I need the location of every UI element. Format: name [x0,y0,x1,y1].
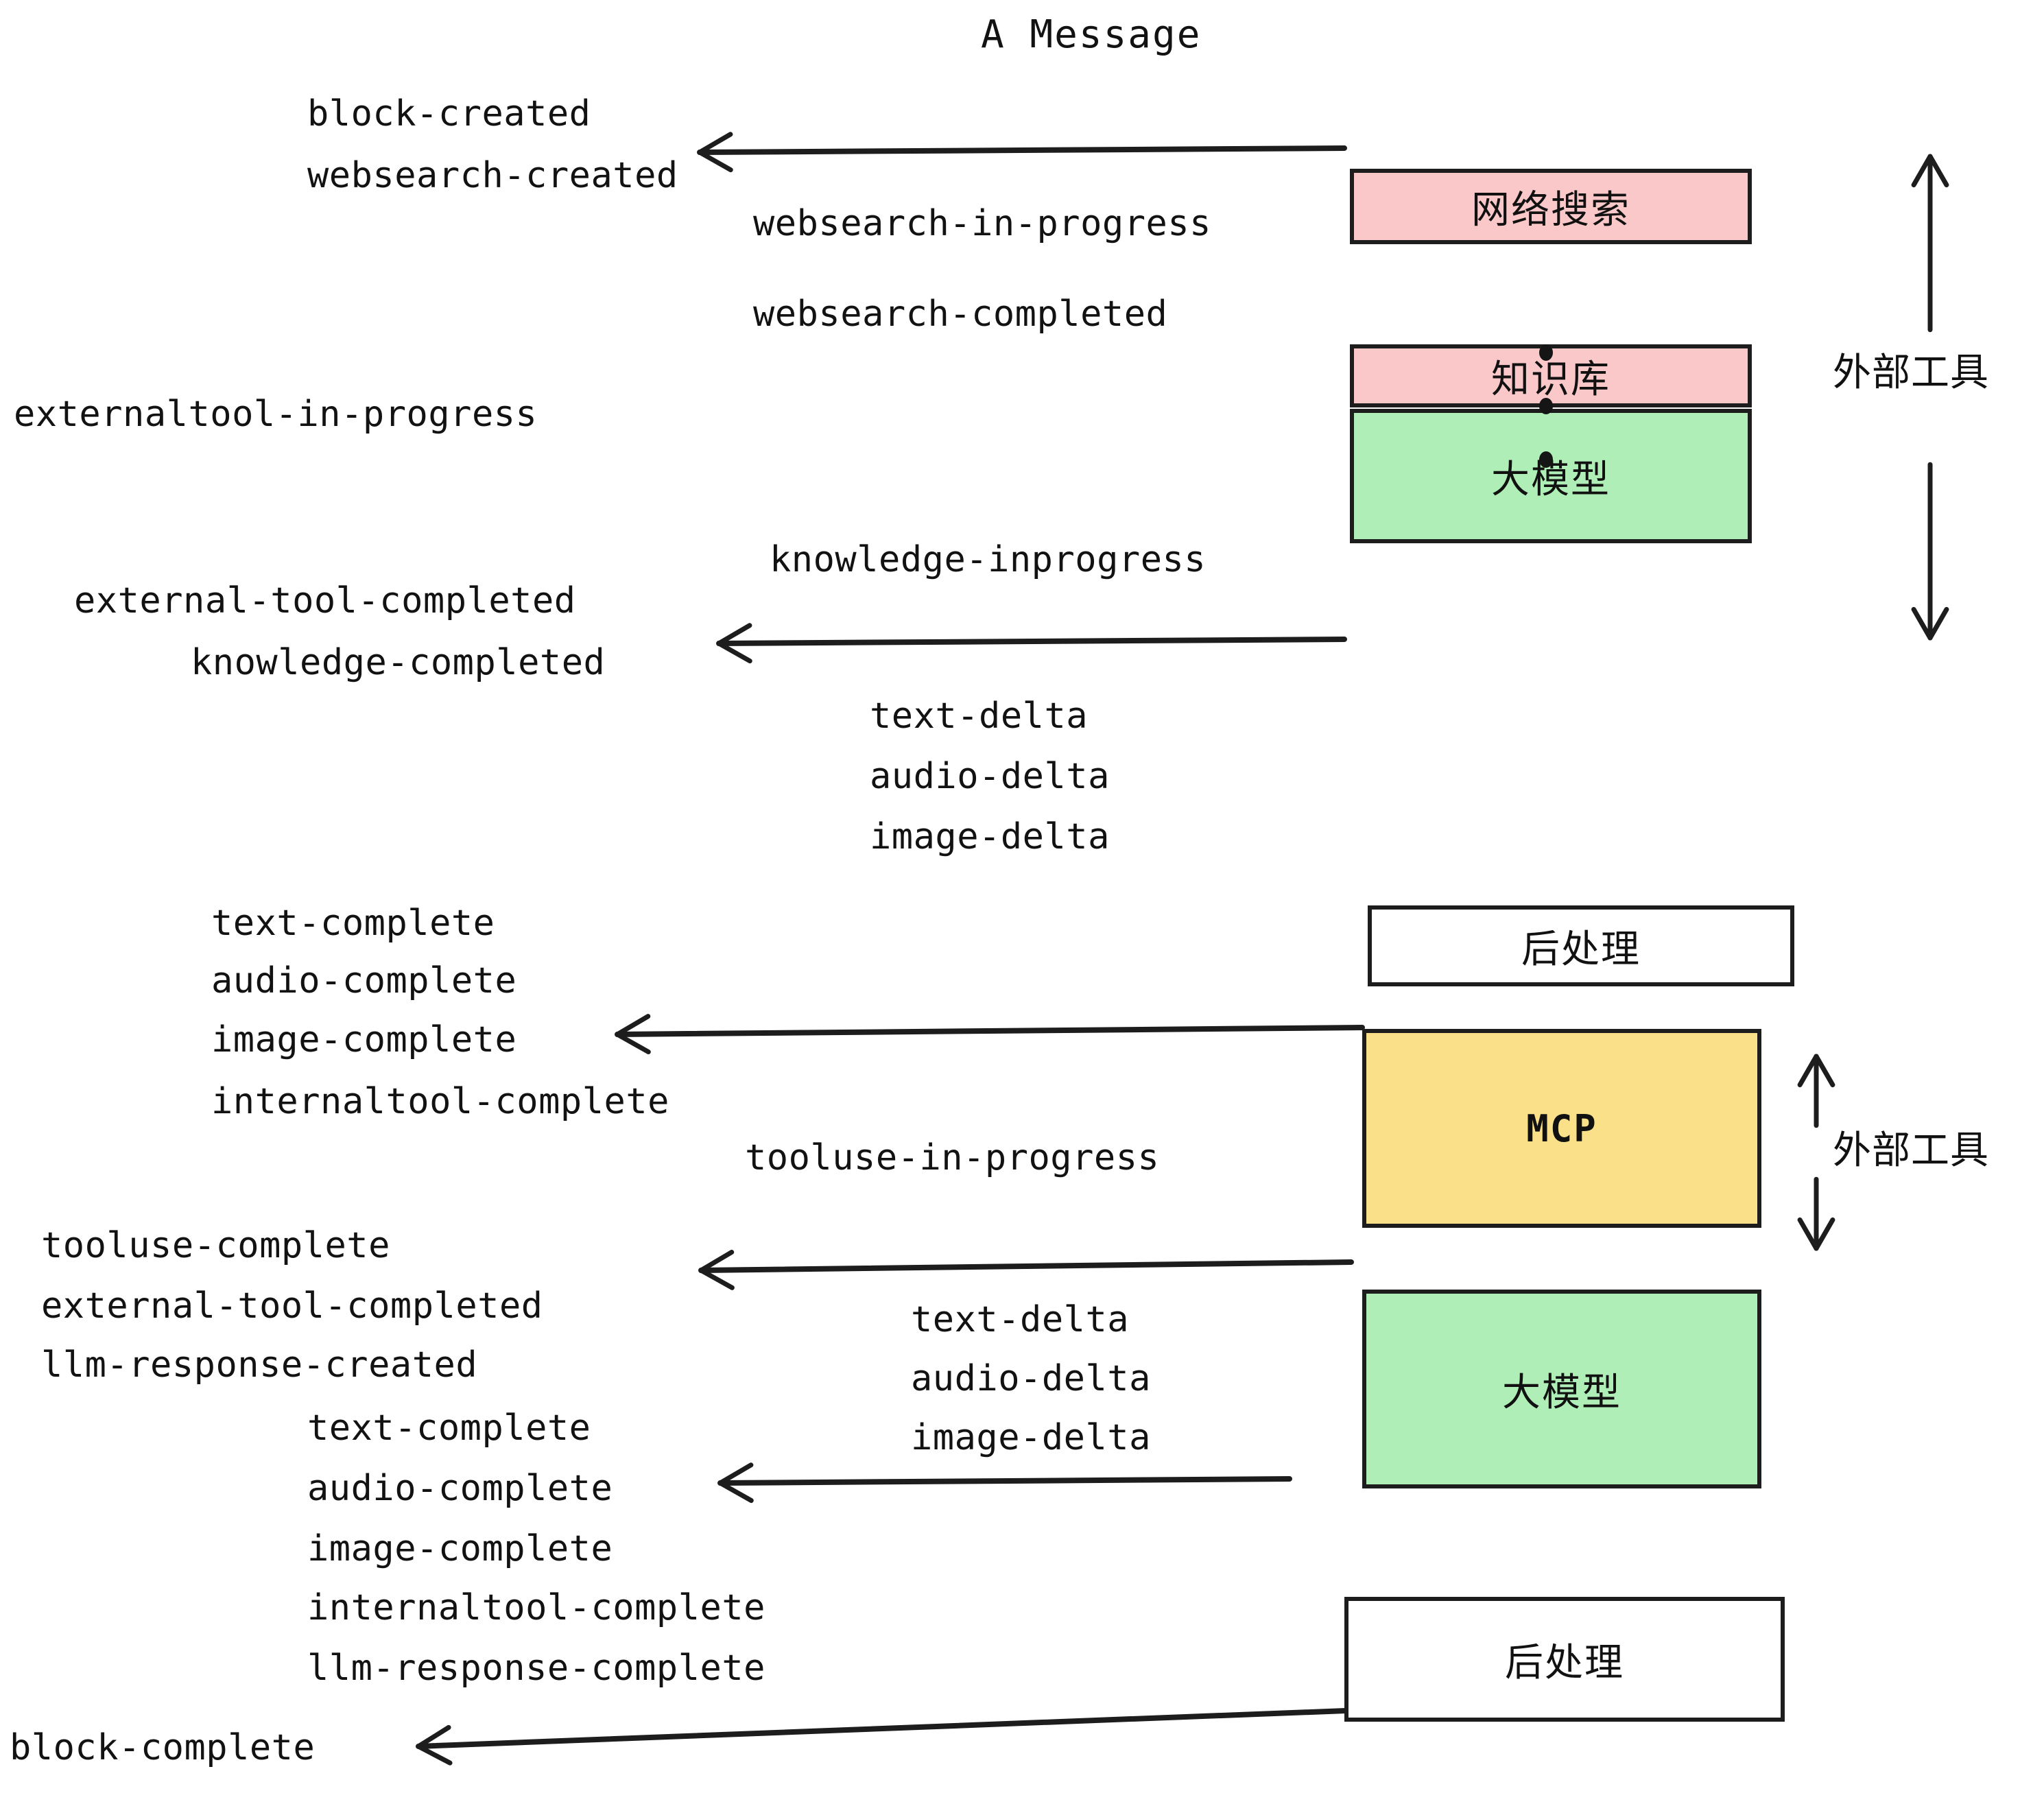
event-label: image-complete [307,1528,613,1569]
knowledge-completed-arrow [716,623,1347,664]
event-label: text-delta [911,1299,1130,1340]
external-tool-scope-bottom [1797,1054,1835,1251]
event-label: tooluse-complete [41,1225,390,1266]
node-box: 后处理 [1344,1597,1785,1722]
event-label: image-complete [211,1019,517,1060]
external-tool-scope-label: 外部工具 [1833,1128,1989,1173]
event-label: audio-complete [307,1468,613,1509]
event-label: websearch-created [307,155,678,196]
event-label: text-complete [307,1408,591,1449]
event-label: image-delta [911,1417,1151,1458]
event-label: llm-response-complete [307,1648,765,1689]
event-label: audio-delta [911,1358,1151,1399]
block-complete-arrow [416,1708,1348,1766]
event-label: llm-response-created [41,1344,478,1386]
event-label: knowledge-completed [191,642,606,683]
event-label: internaltool-complete [211,1081,669,1122]
external-tool-scope-top [1911,154,1949,641]
ellipsis-dot [1539,398,1553,414]
event-label: externaltool-in-progress [14,394,538,435]
node-box: 大模型 [1350,409,1752,543]
event-label: text-complete [211,903,495,944]
event-label: external-tool-completed [74,580,576,621]
node-box: MCP [1362,1029,1761,1228]
event-label: block-created [307,93,591,134]
event-label: text-delta [870,696,1089,737]
event-label: audio-delta [870,756,1110,797]
node-box: 网络搜索 [1350,169,1752,244]
event-label: block-complete [10,1727,316,1768]
node-box: 大模型 [1362,1290,1761,1488]
external-tool-scope-label: 外部工具 [1833,351,1989,395]
audio-complete-arrow [717,1462,1292,1504]
event-label: internaltool-complete [307,1587,765,1628]
event-label: knowledge-inprogress [770,539,1207,580]
event-label: audio-complete [211,960,517,1001]
image-complete-arrow [615,1014,1365,1054]
event-label: websearch-completed [753,294,1168,335]
event-label: image-delta [870,816,1110,857]
event-label: tooluse-in-progress [745,1137,1160,1178]
ellipsis-dot [1539,451,1553,468]
page-title: A Message [981,12,1202,57]
block-created-arrow [697,132,1347,173]
event-label: external-tool-completed [41,1285,543,1327]
ellipsis-dot [1539,344,1553,361]
event-label: websearch-in-progress [753,203,1211,244]
node-box: 后处理 [1368,905,1794,986]
tooluse-complete-arrow [698,1250,1354,1290]
